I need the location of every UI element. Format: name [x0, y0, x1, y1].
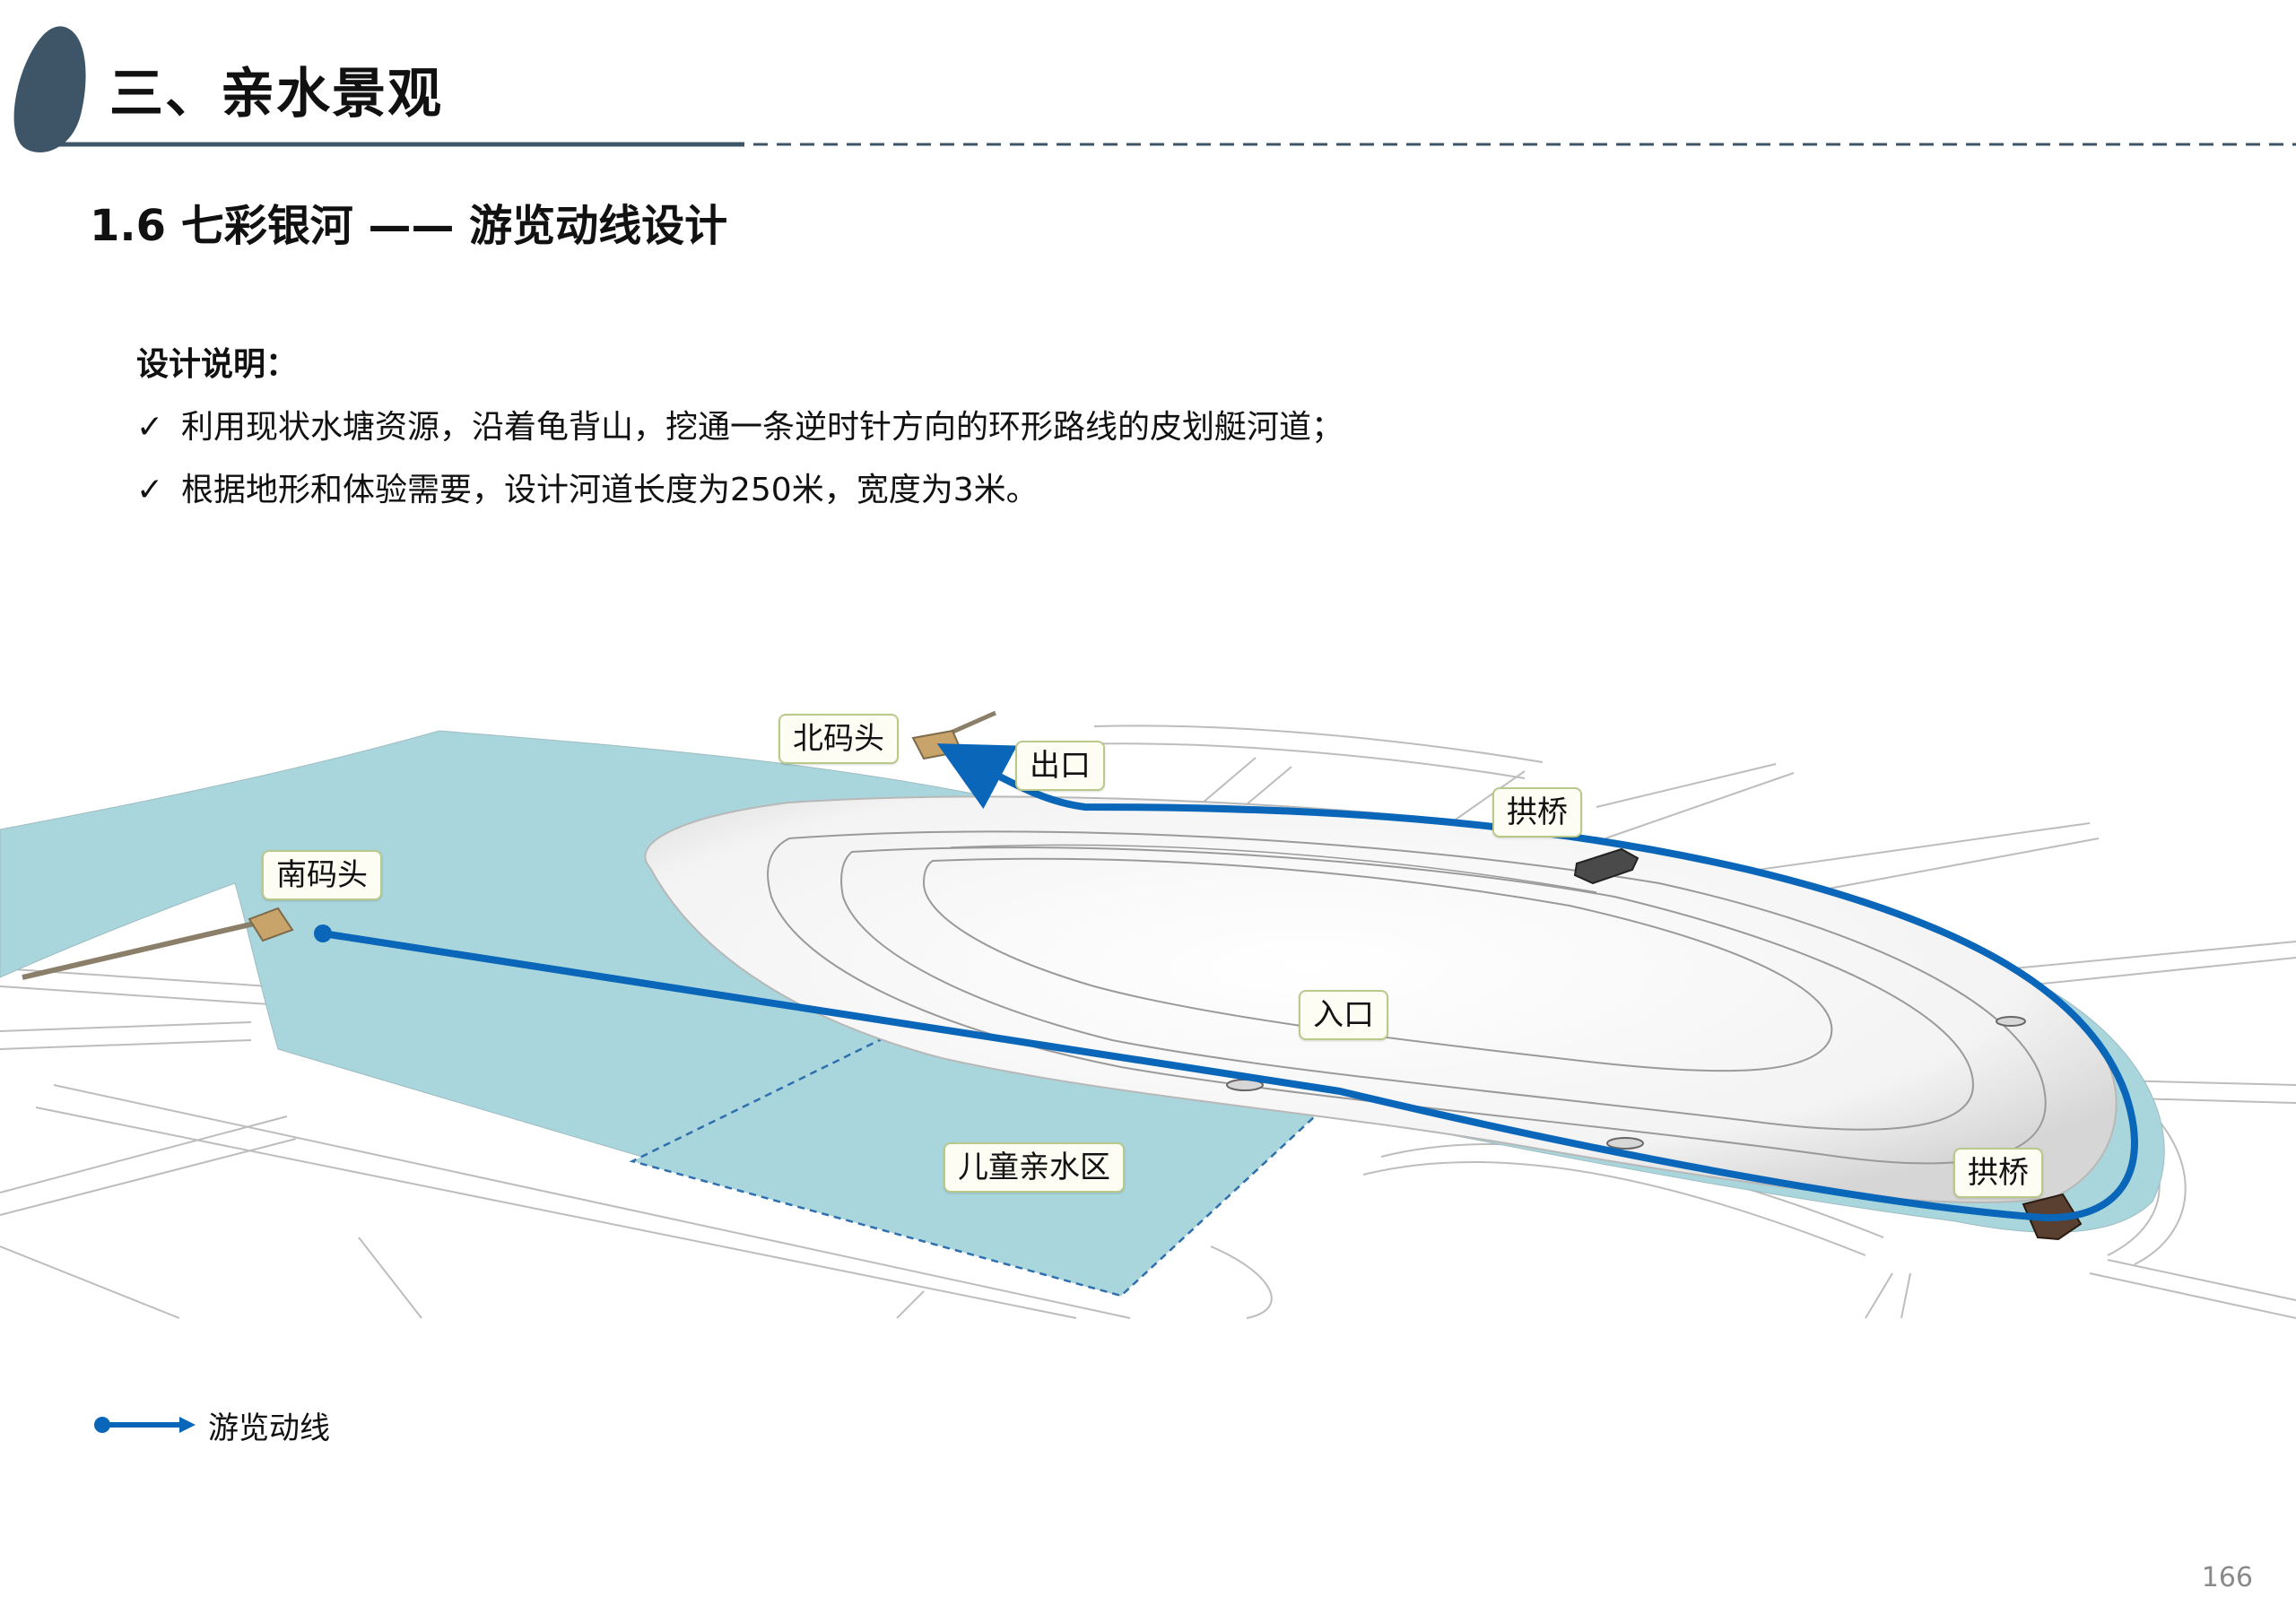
tour-route: [319, 743, 2138, 1222]
header-accent-shape: [13, 26, 86, 152]
south-pier: [248, 907, 294, 942]
route-map: [0, 710, 2296, 1319]
legend-label: 游览动线: [208, 1410, 330, 1446]
page-number: 166: [2201, 1562, 2253, 1593]
check-icon: ✓: [136, 472, 164, 508]
north-pier: [911, 729, 963, 760]
label-arch-bridge-top: 拱桥: [1492, 787, 1582, 838]
section-title: 三、亲水景观: [109, 63, 443, 126]
page-subtitle: 1.6 七彩银河 —— 游览动线设计: [90, 201, 728, 251]
note-text: 利用现状水塘资源，沿着龟背山，挖通一条逆时针方向的环形路线的皮划艇河道；: [181, 409, 1344, 446]
note-item: ✓ 根据地形和体验需要，设计河道长度为250米，宽度为3米。: [136, 459, 1344, 522]
south-walkway: [22, 919, 263, 980]
label-north-pier: 北码头: [778, 714, 899, 764]
kayak-icon: [1606, 1137, 1644, 1150]
label-children-water-area: 儿童亲水区: [944, 1142, 1125, 1193]
north-walkway: [947, 710, 997, 736]
kayak-icon: [1996, 1016, 2026, 1027]
label-exit: 出口: [1015, 741, 1105, 791]
arch-bridge-top-icon: [1573, 847, 1639, 885]
note-text: 根据地形和体验需要，设计河道长度为250米，宽度为3米。: [181, 472, 1039, 508]
header-divider: [54, 142, 2296, 147]
note-item: ✓ 利用现状水塘资源，沿着龟背山，挖通一条逆时针方向的环形路线的皮划艇河道；: [136, 396, 1344, 459]
label-south-pier: 南码头: [262, 850, 382, 900]
contour-lines: [767, 830, 2047, 1165]
route-start-dot: [314, 924, 332, 942]
label-arch-bridge-bottom: 拱桥: [1953, 1148, 2043, 1198]
label-entrance: 入口: [1299, 990, 1388, 1040]
notes-heading: 设计说明：: [136, 346, 299, 383]
map-legend: 游览动线: [90, 1402, 330, 1447]
check-icon: ✓: [136, 409, 164, 446]
design-notes: 设计说明： ✓ 利用现状水塘资源，沿着龟背山，挖通一条逆时针方向的环形路线的皮划…: [136, 334, 1344, 522]
legend-route-symbol: [94, 1417, 196, 1433]
